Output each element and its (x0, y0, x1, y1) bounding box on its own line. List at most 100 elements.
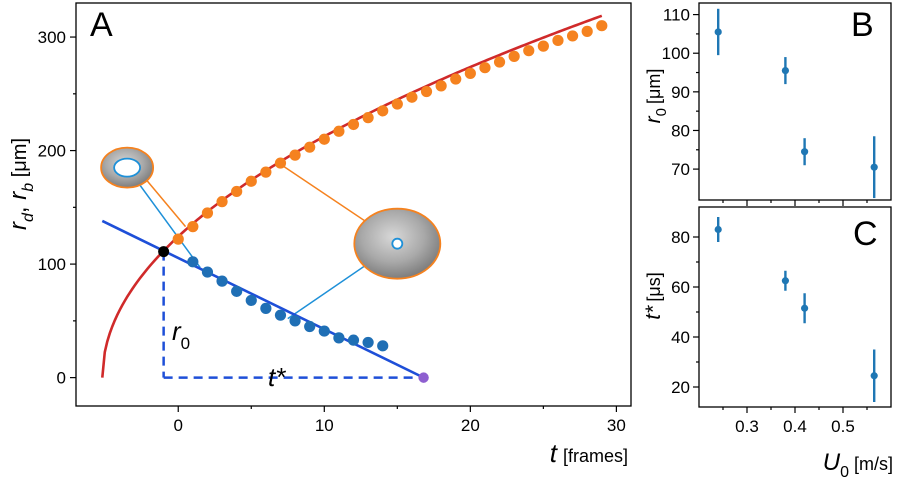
y-tick-label: 70 (671, 160, 690, 179)
rd-point (464, 67, 476, 79)
rb-point (260, 302, 272, 314)
rd-point (362, 112, 374, 124)
rb-point (274, 309, 287, 321)
rd-point (347, 118, 360, 131)
panel-b-y-axis-title: r0[μm] (642, 69, 670, 124)
rd-point (406, 91, 418, 103)
y-tick-label: 80 (671, 228, 690, 247)
panel-c-x-axis-title: U0[m/s] (823, 449, 893, 481)
rb-point (318, 325, 330, 337)
tstar-point (801, 304, 809, 312)
y-tick-label: 20 (671, 378, 690, 397)
rd-point (318, 133, 330, 145)
y-tick-label: 40 (671, 328, 690, 347)
rd-point (596, 20, 608, 32)
panel-a-y-axis-title: rd, rb [μm] (5, 138, 37, 230)
panel-a-frame (75, 2, 632, 407)
panel-b: 70 80 90 100 110 B r0[μm] (642, 2, 892, 206)
y-tick-label: 200 (38, 142, 66, 161)
rb-point (304, 320, 316, 333)
rd-point (216, 196, 228, 208)
x-tick-label: 0.5 (831, 417, 855, 436)
rd-point (581, 25, 593, 37)
panel-b-points (714, 8, 878, 199)
panel-a-letter: A (90, 6, 113, 44)
rd-point (479, 62, 491, 74)
y-tick-label: 110 (663, 6, 690, 25)
rd-point (172, 233, 184, 245)
rd-point (201, 207, 214, 219)
rb-point (362, 336, 374, 349)
rd-point (493, 56, 506, 68)
y-tick-label: 80 (671, 121, 690, 140)
intersection-point (158, 246, 170, 258)
rb-point (333, 332, 345, 344)
panel-a-guides (162, 251, 424, 379)
x-tick-label: 0.4 (783, 417, 807, 436)
rb-point (201, 266, 214, 278)
rd-point (537, 40, 549, 52)
rd-point (231, 185, 243, 198)
r0-annotation: r0 (172, 316, 190, 353)
panel-b-ticks: 70 80 90 100 110 (662, 6, 868, 206)
rb-point (377, 340, 389, 352)
tstar-point (870, 372, 878, 380)
rb-point (289, 315, 301, 327)
rb-point (245, 294, 257, 307)
panel-b-letter: B (851, 6, 874, 44)
rb-point (231, 285, 243, 297)
r0-point (801, 148, 809, 156)
r0-point (714, 28, 722, 36)
y-tick-label: 100 (662, 44, 690, 63)
x-tick-label: 0 (174, 416, 183, 435)
panel-c-ticks: 20 40 60 80 0.3 0.4 0.5 (671, 228, 868, 436)
rb-point (347, 334, 360, 346)
x-tick-label: 10 (315, 416, 334, 435)
rb-point (216, 275, 228, 287)
rd-point (552, 34, 564, 47)
rd-point (420, 85, 433, 98)
panel-c-points (714, 217, 878, 402)
r0-point (781, 66, 790, 75)
rb-fit-line (101, 219, 425, 379)
r0-point (870, 163, 878, 171)
rd-point (508, 50, 520, 62)
tstar-annotation: t* (268, 362, 286, 392)
x-tick-label: 20 (461, 416, 480, 435)
rd-point (435, 80, 447, 92)
rd-point (187, 221, 199, 233)
tstar-point (781, 277, 790, 285)
y-tick-label: 0 (57, 369, 66, 388)
rd-point (289, 149, 301, 161)
panel-c: 20 40 60 80 0.3 0.4 0.5 C t*[μs] U0[m/s] (642, 206, 893, 481)
rd-point (377, 105, 389, 117)
y-tick-label: 100 (38, 255, 66, 274)
x-tick-label: 30 (607, 416, 626, 435)
rd-point (260, 166, 272, 178)
endpoint-point (418, 372, 429, 383)
panel-a-points (158, 20, 608, 383)
rd-point (304, 141, 316, 153)
rb-point (187, 256, 199, 268)
inset-small-bubble-orange-connector (144, 178, 187, 228)
panel-c-y-axis-title: t*[μs] (642, 272, 665, 319)
inset-large-bubble-hole (391, 237, 404, 250)
x-tick-label: 0.3 (735, 417, 759, 436)
rd-point (566, 30, 579, 42)
panel-a-insets (100, 146, 442, 320)
rd-point (333, 125, 345, 137)
panel-c-letter: C (853, 215, 878, 253)
rd-point (274, 157, 287, 169)
y-tick-label: 90 (671, 83, 690, 102)
rd-point (245, 175, 257, 187)
rd-point (391, 98, 403, 110)
tstar-point (714, 225, 722, 234)
panel-a-x-axis-title: t[frames] (550, 438, 628, 468)
rd-point (450, 73, 462, 85)
y-tick-label: 300 (38, 28, 66, 47)
rd-point (523, 45, 535, 57)
y-tick-label: 60 (671, 278, 690, 297)
